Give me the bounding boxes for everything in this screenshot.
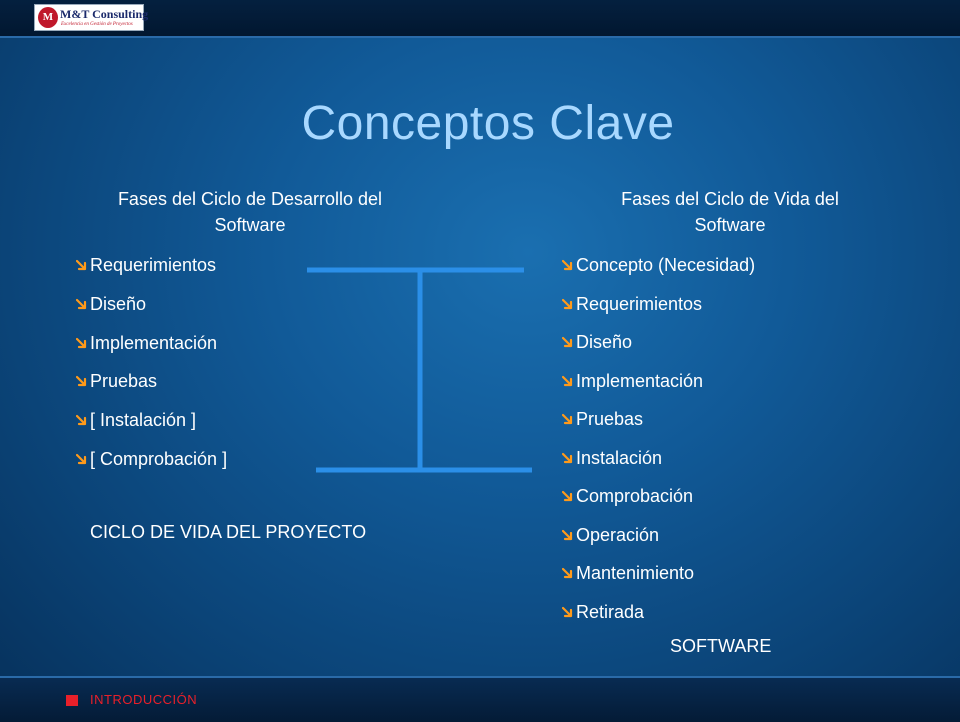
left-column-heading: Fases del Ciclo de Desarrollo del Softwa…	[80, 186, 420, 238]
arrow-down-right-icon	[562, 452, 573, 463]
square-icon	[66, 695, 78, 706]
phase-item-label: Operación	[576, 524, 660, 545]
arrow-down-right-icon	[76, 415, 87, 426]
phase-item-label: Instalación	[576, 447, 663, 468]
phase-item: Implementación	[562, 370, 755, 409]
right-heading-line2: Software	[694, 215, 766, 235]
phase-item: Requerimientos	[76, 254, 227, 293]
arrow-down-right-icon	[562, 490, 573, 502]
phase-item-label: Retirada	[576, 601, 645, 622]
arrow-down-right-icon	[562, 606, 573, 617]
phase-item: [ Instalación ]	[76, 409, 227, 448]
phase-item: Pruebas	[562, 408, 755, 447]
arrow-down-right-icon	[76, 298, 87, 309]
slide-title: Conceptos Clave	[301, 97, 675, 150]
phase-item: Instalación	[562, 447, 755, 486]
phase-item-label: Comprobación	[576, 486, 694, 506]
arrow-down-right-icon	[76, 259, 87, 271]
phase-item: Retirada	[562, 601, 755, 640]
phase-item: Implementación	[76, 332, 227, 371]
arrow-down-right-icon	[562, 336, 573, 348]
phase-item-label: Requerimientos	[576, 293, 703, 314]
footer-section-label: INTRODUCCIÓN	[90, 692, 198, 707]
phase-item: Concepto (Necesidad)	[562, 254, 755, 293]
logo-tagline: Excelencia en Gestión de Proyectos	[61, 22, 133, 27]
left-heading-line2: Software	[214, 215, 286, 235]
phase-item-label: Pruebas	[576, 409, 644, 429]
bottom-bar	[0, 676, 960, 722]
arrow-down-right-icon	[562, 413, 573, 425]
arrow-down-right-icon	[562, 298, 573, 309]
right-column-heading: Fases del Ciclo de Vida del Software	[560, 186, 900, 238]
arrow-down-right-icon	[562, 259, 573, 271]
right-heading-line1: Fases del Ciclo de Vida del	[621, 189, 839, 209]
arrow-down-right-icon	[76, 453, 87, 465]
arrow-down-right-icon	[562, 375, 573, 386]
phase-item-label: Diseño	[576, 332, 633, 352]
top-bar: M M&T Consulting Excelencia en Gestión d…	[0, 0, 960, 38]
arrow-down-right-icon	[562, 567, 573, 579]
phase-item-label: Diseño	[90, 293, 147, 314]
left-heading-line1: Fases del Ciclo de Desarrollo del	[117, 189, 383, 209]
phase-item-label: Mantenimiento	[576, 563, 695, 583]
phase-item-label: Concepto (Necesidad)	[576, 255, 756, 275]
phase-item: [ Comprobación ]	[76, 448, 227, 487]
phase-item-label: Pruebas	[90, 371, 158, 392]
phase-item: Mantenimiento	[562, 562, 755, 601]
phase-item: Diseño	[562, 331, 755, 370]
phase-item-label: [ Comprobación ]	[90, 448, 228, 469]
phase-item: Operación	[562, 524, 755, 563]
logo-name: M&T Consulting	[60, 7, 149, 21]
phase-item-label: Implementación	[90, 332, 218, 353]
logo-mark: M	[38, 7, 58, 28]
left-column-caption: CICLO DE VIDA DEL PROYECTO	[90, 522, 367, 542]
phase-item-label: Requerimientos	[90, 255, 217, 275]
phase-item-label: [ Instalación ]	[90, 410, 197, 431]
arrow-down-right-icon	[562, 529, 573, 540]
phase-item-label: Implementación	[576, 370, 704, 391]
phase-item: Pruebas	[76, 370, 227, 409]
phase-item: Diseño	[76, 293, 227, 332]
right-column-caption: SOFTWARE	[670, 636, 772, 656]
company-logo: M M&T Consulting Excelencia en Gestión d…	[34, 4, 148, 31]
arrow-down-right-icon	[76, 337, 87, 348]
phase-item: Requerimientos	[562, 293, 755, 332]
phase-item: Comprobación	[562, 485, 755, 524]
arrow-down-right-icon	[76, 376, 87, 387]
